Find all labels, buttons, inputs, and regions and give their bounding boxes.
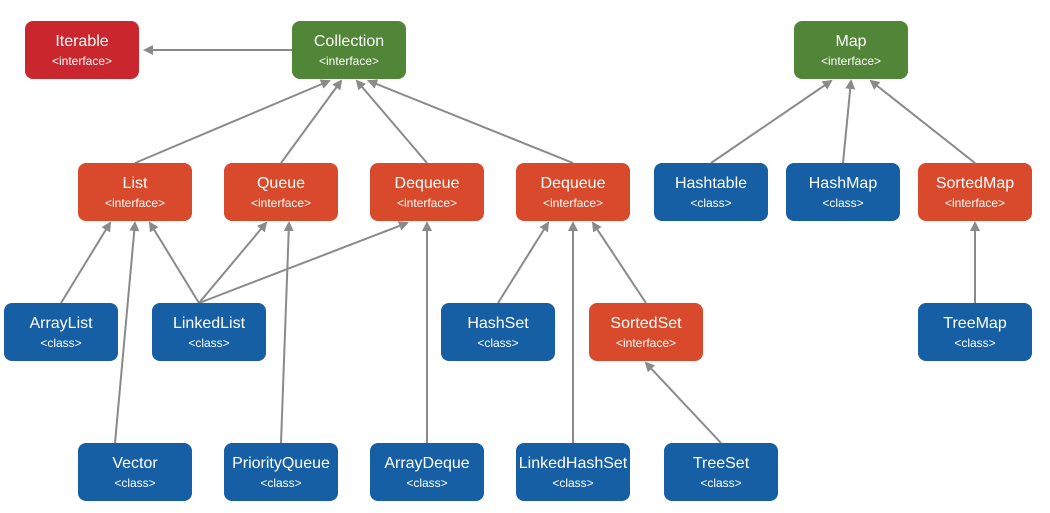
node-kind: <interface> xyxy=(250,195,312,210)
arrow-vector-to-list xyxy=(114,221,140,444)
node-linkedlist: LinkedList <class> xyxy=(152,303,266,361)
node-name: LinkedHashSet xyxy=(518,454,628,472)
arrow-treeset-to-sortedset xyxy=(644,361,722,444)
node-name: SortedMap xyxy=(935,174,1015,192)
node-name: Collection xyxy=(313,32,385,50)
node-kind: <interface> xyxy=(396,195,458,210)
node-arraylist: ArrayList <class> xyxy=(4,303,118,361)
arrow-linkedlist-to-list xyxy=(148,221,200,304)
node-name: HashMap xyxy=(808,174,878,192)
node-kind: <interface> xyxy=(318,53,380,68)
node-queue: Queue <interface> xyxy=(224,163,338,221)
node-kind: <class> xyxy=(188,335,230,350)
node-name: HashSet xyxy=(467,314,529,332)
node-name: TreeMap xyxy=(943,314,1007,332)
node-name: SortedSet xyxy=(610,314,682,332)
node-name: LinkedList xyxy=(172,314,246,332)
node-name: ArrayDeque xyxy=(384,454,470,472)
node-arraydeque: ArrayDeque <class> xyxy=(370,443,484,501)
node-kind: <interface> xyxy=(820,53,882,68)
node-name: Hashtable xyxy=(674,174,748,192)
node-hashtable: Hashtable <class> xyxy=(654,163,768,221)
node-kind: <interface> xyxy=(615,335,677,350)
node-vector: Vector <class> xyxy=(78,443,192,501)
arrow-linkedlist-to-dequeue1 xyxy=(198,221,409,304)
node-name: Map xyxy=(835,32,867,50)
node-kind: <class> xyxy=(406,475,448,490)
node-map: Map <interface> xyxy=(794,21,908,79)
node-kind: <class> xyxy=(40,335,82,350)
node-kind: <class> xyxy=(114,475,156,490)
arrow-hashset-to-dequeue2 xyxy=(497,221,550,304)
node-kind: <class> xyxy=(552,475,594,490)
node-collection: Collection <interface> xyxy=(292,21,406,79)
node-kind: <interface> xyxy=(51,53,113,68)
node-name: ArrayList xyxy=(29,314,93,332)
arrow-hashmap-to-map xyxy=(842,79,856,164)
node-kind: <interface> xyxy=(104,195,166,210)
node-name: Iterable xyxy=(55,32,109,50)
node-list: List <interface> xyxy=(78,163,192,221)
arrow-dequeue1-to-collection xyxy=(355,79,428,164)
node-kind: <interface> xyxy=(944,195,1006,210)
node-kind: <class> xyxy=(822,195,864,210)
node-kind: <interface> xyxy=(542,195,604,210)
node-name: Dequeue xyxy=(540,174,606,192)
arrow-linkedlist-to-queue xyxy=(198,221,268,304)
node-priorityqueue: PriorityQueue <class> xyxy=(224,443,338,501)
node-kind: <class> xyxy=(690,195,732,210)
node-dequeue: Dequeue <interface> xyxy=(370,163,484,221)
node-hashmap: HashMap <class> xyxy=(786,163,900,221)
node-name: List xyxy=(122,174,148,192)
node-dequeue-set: Dequeue <interface> xyxy=(516,163,630,221)
node-kind: <class> xyxy=(477,335,519,350)
arrow-dequeue2-to-collection xyxy=(367,79,574,164)
node-kind: <class> xyxy=(260,475,302,490)
arrow-queue-to-collection xyxy=(280,79,343,164)
node-sortedmap: SortedMap <interface> xyxy=(918,163,1032,221)
arrow-list-to-collection xyxy=(134,79,331,164)
node-hashset: HashSet <class> xyxy=(441,303,555,361)
arrow-sortedset-to-dequeue2 xyxy=(591,221,647,304)
node-iterable: Iterable <interface> xyxy=(25,21,139,79)
node-name: PriorityQueue xyxy=(232,454,330,472)
node-name: Dequeue xyxy=(394,174,460,192)
node-linkedhashset: LinkedHashSet <class> xyxy=(516,443,630,501)
node-sortedset: SortedSet <interface> xyxy=(589,303,703,361)
node-name: TreeSet xyxy=(692,454,750,472)
node-treeset: TreeSet <class> xyxy=(664,443,778,501)
node-treemap: TreeMap <class> xyxy=(918,303,1032,361)
arrow-arraylist-to-list xyxy=(60,221,112,304)
arrow-priorityqueue-to-queue xyxy=(280,221,294,444)
arrow-hashtable-to-map xyxy=(710,79,833,164)
node-kind: <class> xyxy=(700,475,742,490)
arrow-sortedmap-to-map xyxy=(869,79,976,164)
node-name: Vector xyxy=(112,454,158,472)
node-kind: <class> xyxy=(954,335,996,350)
node-name: Queue xyxy=(256,174,306,192)
